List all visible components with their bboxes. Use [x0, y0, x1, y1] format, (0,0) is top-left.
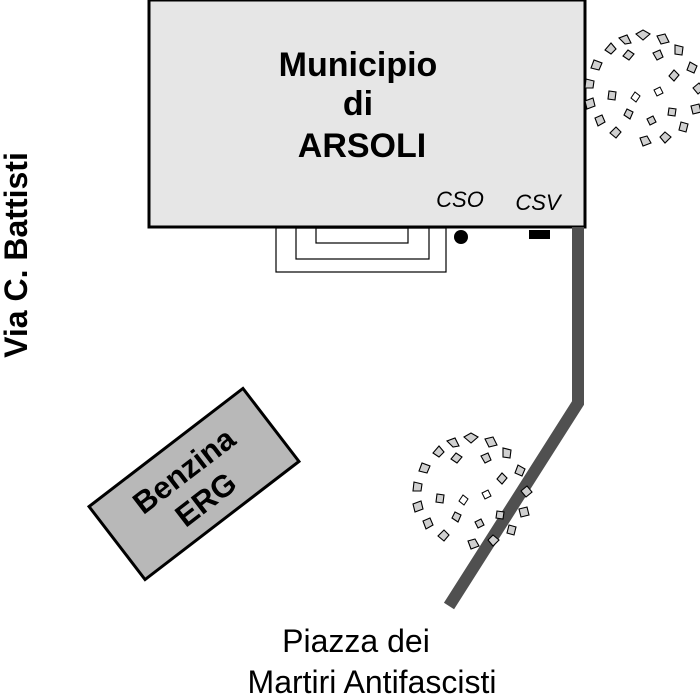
tree-lower	[412, 432, 533, 550]
step-inner	[315, 227, 409, 244]
building-body	[147, 0, 587, 229]
csv-label: CSV	[515, 190, 563, 215]
municipio-building: Municipio di ARSOLI CSO CSV	[147, 0, 587, 229]
cso-label: CSO	[436, 187, 484, 212]
tree-top-right	[584, 29, 700, 147]
street-label-piazza-line2: Martiri Antifascisti	[248, 664, 497, 700]
benzina-erg-station: Benzina ERG	[86, 386, 302, 582]
street-label-via-battisti: Via C. Battisti	[0, 152, 34, 358]
street-label-piazza-line1: Piazza dei	[282, 623, 430, 659]
building-name-line2: di	[343, 85, 373, 123]
building-name-line3: ARSOLI	[298, 127, 426, 165]
entrance-steps	[275, 227, 447, 273]
cso-marker	[454, 230, 468, 244]
station-body	[86, 386, 302, 582]
csv-marker	[529, 230, 550, 239]
building-name-line1: Municipio	[279, 46, 438, 84]
path-line	[443, 227, 584, 610]
step-outer	[275, 227, 447, 273]
